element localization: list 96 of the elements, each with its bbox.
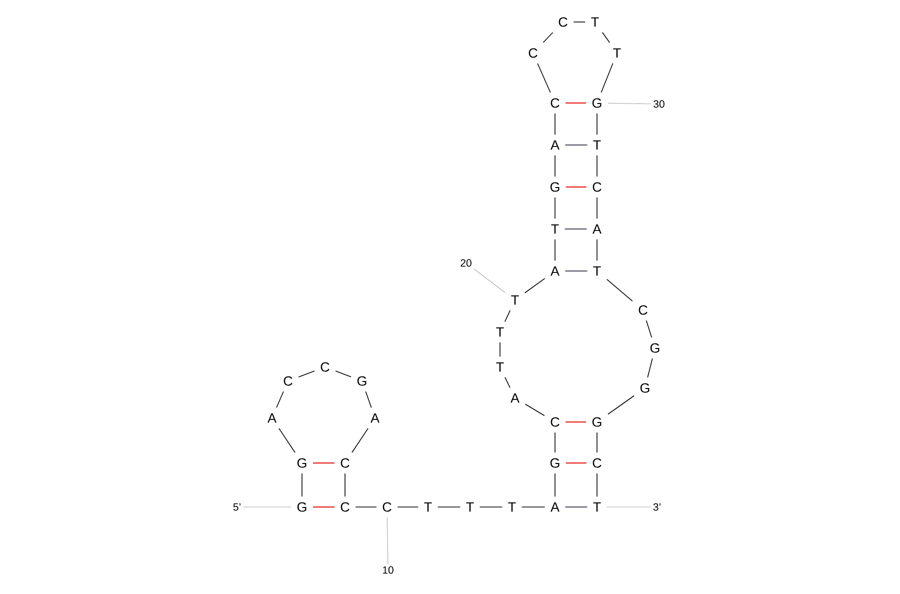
leader-line [242,506,292,508]
leader-line [386,517,388,564]
backbone-line [479,506,503,508]
nucleotide-letter: T [613,48,621,58]
nucleotide-letter: C [592,458,602,468]
nucleotide-letter: T [511,295,519,305]
base-pair-line [565,270,588,272]
backbone-line [596,473,598,498]
base-pair-line [566,102,586,104]
nucleotide-letter: G [650,343,660,353]
backbone-line [596,154,598,177]
nucleotide-letter: T [496,327,504,337]
nucleotide-letter: G [592,417,602,427]
backbone-line [335,370,352,378]
position-label: 10 [382,566,394,574]
base-pair-line [566,421,586,423]
backbone-line [344,473,346,497]
nucleotide-letter: C [528,48,538,58]
backbone-line [606,278,633,302]
backbone-line [596,432,598,453]
base-pair-line [565,144,588,146]
leader-line [606,506,652,508]
nucleotide-letter: G [550,458,560,468]
backbone-line [355,506,377,508]
backbone-line [596,197,598,220]
backbone-line [504,310,511,322]
base-pair-line [564,228,587,230]
nucleotide-letter: C [320,362,330,372]
backbone-line [278,428,296,453]
nucleotide-letter: T [551,224,559,234]
nucleotide-letter: G [640,383,650,393]
nucleotide-letter: C [340,502,350,512]
base-pair-line [312,506,334,508]
nucleotide-letter: A [550,266,560,276]
nucleotide-letter: T [508,502,516,512]
position-label: 5’ [233,503,240,511]
backbone-line [554,473,556,498]
backbone-line [596,238,598,262]
nucleotide-letter: T [593,140,601,150]
nucleotide-letter: C [340,458,350,468]
nucleotide-letter: A [510,393,520,403]
base-pair-line [565,506,588,508]
backbone-line [600,62,614,93]
base-pair-line [312,462,334,464]
nucleotide-letter: A [550,502,560,512]
leader-line [474,268,506,293]
nucleotide-letter: T [466,502,474,512]
backbone-line [437,506,461,508]
position-label: 3’ [653,503,660,511]
backbone-line [554,432,556,453]
nucleotide-letter: T [496,362,504,372]
backbone-line [554,154,556,177]
nucleotide-letter: T [593,266,601,276]
backbone-line [542,32,554,43]
nucleotide-letter: G [550,182,560,192]
backbone-line [646,320,652,338]
nucleotide-letter: A [268,413,276,423]
backbone-line [298,370,315,378]
nucleotide-letter: A [592,224,602,234]
backbone-line [521,506,546,508]
nucleotide-letter: C [638,305,648,315]
backbone-line [554,197,556,220]
backbone-line [554,113,556,136]
position-label: 30 [654,100,664,108]
backbone-line [537,63,551,93]
nucleotide-letter: G [592,98,602,108]
backbone-line [524,404,545,416]
base-pair-line [566,186,586,188]
nucleotide-letter: G [357,376,366,386]
backbone-line [602,32,610,44]
nucleotide-letter: G [297,502,306,512]
nucleotide-letter: C [550,417,560,427]
nucleotide-letter: C [382,502,392,512]
backbone-line [365,391,372,408]
nucleotide-letter: C [284,376,292,386]
backbone-line [352,428,368,453]
backbone-line [504,376,510,388]
leader-line [608,102,652,104]
nucleotide-letter: C [558,17,568,27]
backbone-line [608,395,634,415]
nucleotide-letter: T [593,502,601,512]
nucleotide-letter: G [297,458,306,468]
nucleotide-letter: A [370,413,380,423]
nucleotide-letter: A [550,140,560,150]
nucleotide-letter: T [591,17,599,27]
nucleotide-letter: T [424,502,432,512]
backbone-line [596,113,598,136]
nucleotide-letter: C [592,182,602,192]
backbone-line [397,506,419,508]
base-pair-line [566,462,586,464]
position-label: 20 [460,259,472,267]
nucleotide-letter: C [550,98,560,108]
backbone-line [276,391,284,408]
backbone-line [647,358,653,378]
backbone-line [524,278,546,294]
backbone-line [554,238,556,262]
